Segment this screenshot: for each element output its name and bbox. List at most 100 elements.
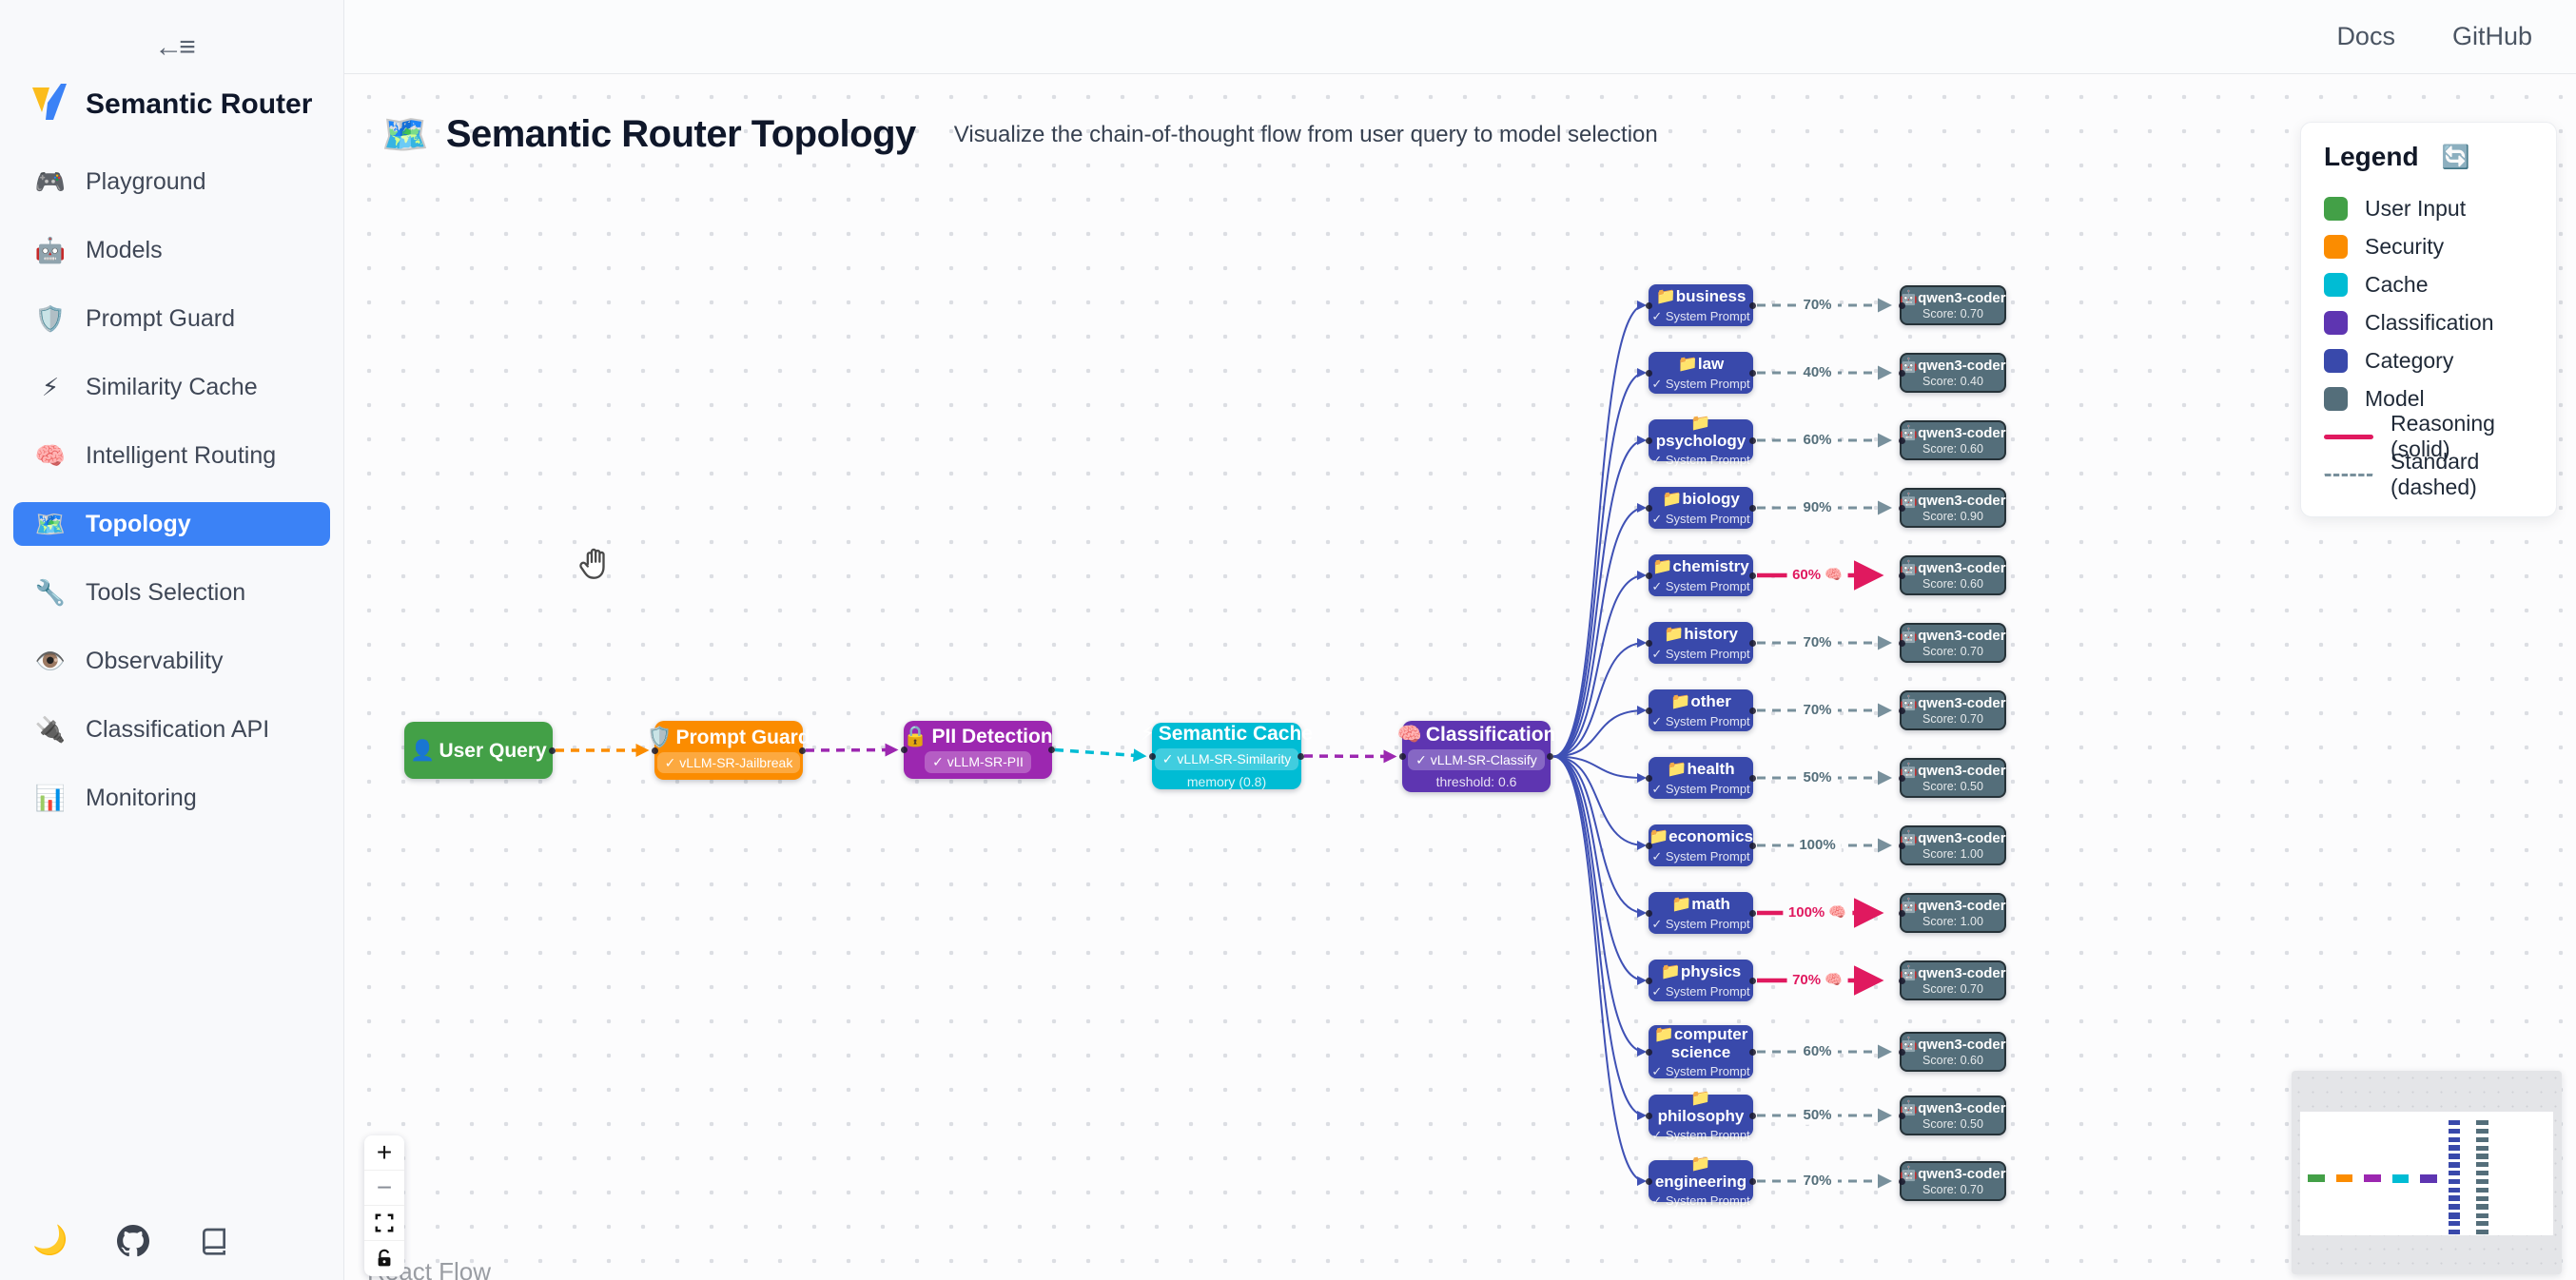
model-score: Score: 0.70 xyxy=(1922,644,1983,658)
category-node-business[interactable]: 📁business✓ System Prompt xyxy=(1646,284,1756,326)
model-score: Score: 0.40 xyxy=(1922,374,1983,388)
minimap-node xyxy=(2335,1174,2353,1182)
legend-item-model: Model xyxy=(2324,379,2533,417)
sidebar-item-playground[interactable]: 🎮Playground xyxy=(34,166,206,196)
sidebar-item-classification-api[interactable]: 🔌Classification API xyxy=(34,714,270,744)
sidebar-item-similarity-cache[interactable]: ⚡Similarity Cache xyxy=(13,365,330,409)
monitoring-icon: 📊 xyxy=(34,783,67,812)
target-handle xyxy=(1646,436,1652,444)
sidebar-collapse-button[interactable]: ←≡ xyxy=(143,27,204,68)
category-node-computer-science[interactable]: 📁computer science✓ System Prompt xyxy=(1646,1025,1756,1078)
model-score: Score: 1.00 xyxy=(1922,914,1983,928)
node-subtext: memory (0.8) xyxy=(1186,773,1267,789)
category-node-math[interactable]: 📁math✓ System Prompt xyxy=(1646,892,1756,934)
category-node-other[interactable]: 📁other✓ System Prompt xyxy=(1646,689,1756,731)
unlock-icon xyxy=(378,1249,391,1266)
minimap-node xyxy=(2448,1128,2460,1135)
minimap-node xyxy=(2391,1174,2410,1184)
edge-label: 90% xyxy=(1797,498,1838,517)
collapse-icon: ←≡ xyxy=(154,31,195,63)
legend-item-standard: Standard (dashed) xyxy=(2324,449,2533,499)
target-handle xyxy=(1646,639,1652,647)
source-handle xyxy=(1749,842,1756,849)
target-handle xyxy=(1646,977,1652,984)
source-handle xyxy=(1298,752,1304,760)
category-node-health[interactable]: 📁health✓ System Prompt xyxy=(1646,757,1756,799)
category-node-philosophy[interactable]: 📁philosophy✓ System Prompt xyxy=(1646,1089,1756,1141)
sidebar-item-models[interactable]: 🤖Models xyxy=(34,235,163,264)
docs-link[interactable]: Docs xyxy=(2336,22,2395,50)
source-handle xyxy=(1749,572,1756,579)
minimap-node xyxy=(2476,1187,2488,1193)
source-handle xyxy=(1749,774,1756,782)
security-swatch xyxy=(2324,234,2348,259)
minimap-node xyxy=(2476,1136,2488,1142)
sidebar-item-observability[interactable]: 👁️Observability xyxy=(34,646,224,675)
node-user-query[interactable]: 👤User Query xyxy=(404,722,556,779)
model-score: Score: 0.70 xyxy=(1922,981,1983,996)
legend-item-cache: Cache xyxy=(2324,265,2533,303)
sidebar-item-intelligent-routing[interactable]: 🧠Intelligent Routing xyxy=(34,440,277,470)
zoom-out-button[interactable]: − xyxy=(364,1171,404,1206)
classification-icon: 🧠 xyxy=(1396,723,1422,746)
sidebar-item-topology[interactable]: 🗺️Topology xyxy=(13,502,330,546)
target-handle xyxy=(1899,977,1905,984)
github-link[interactable]: GitHub xyxy=(2451,22,2532,50)
sidebar-item-monitoring[interactable]: 📊Monitoring xyxy=(34,783,197,812)
category-node-law[interactable]: 📁law✓ System Prompt xyxy=(1646,352,1756,394)
category-node-engineering[interactable]: 📁engineering✓ System Prompt xyxy=(1646,1154,1756,1207)
target-handle xyxy=(1899,707,1905,714)
minimap-node xyxy=(2476,1171,2488,1176)
category-node-economics[interactable]: 📁economics✓ System Prompt xyxy=(1646,824,1756,866)
target-handle xyxy=(1899,1177,1905,1185)
flow-canvas[interactable] xyxy=(344,74,2576,1280)
lock-button[interactable] xyxy=(364,1241,404,1276)
target-handle xyxy=(1646,504,1652,512)
target-handle xyxy=(1646,369,1652,377)
source-handle xyxy=(1749,909,1756,917)
github-icon[interactable] xyxy=(117,1224,150,1257)
category-node-psychology[interactable]: 📁psychology✓ System Prompt xyxy=(1646,414,1756,466)
source-handle xyxy=(1749,1048,1756,1056)
minimap-node xyxy=(2476,1128,2488,1135)
node-prompt-guard[interactable]: 🛡️Prompt Guard✓ vLLM-SR-Jailbreak xyxy=(647,721,810,780)
sidebar-item-prompt-guard[interactable]: 🛡️Prompt Guard xyxy=(34,303,236,333)
minimap-node xyxy=(2448,1154,2460,1159)
legend-refresh-icon[interactable]: 🔄 xyxy=(2441,144,2470,170)
minimap-node xyxy=(2448,1178,2460,1185)
minimap-node xyxy=(2448,1229,2460,1234)
category-node-history[interactable]: 📁history✓ System Prompt xyxy=(1646,622,1756,664)
zoom-in-button[interactable]: + xyxy=(364,1135,404,1171)
fit-view-button[interactable] xyxy=(364,1206,404,1241)
category-node-biology[interactable]: 📁biology✓ System Prompt xyxy=(1646,487,1756,529)
sidebar-item-tools-selection[interactable]: 🔧Tools Selection xyxy=(34,577,246,607)
source-handle xyxy=(1749,436,1756,444)
book-icon[interactable] xyxy=(199,1226,229,1256)
target-handle xyxy=(652,747,658,754)
source-handle xyxy=(1749,504,1756,512)
minimap-node xyxy=(2476,1195,2488,1201)
category-node-physics[interactable]: 📁physics✓ System Prompt xyxy=(1646,960,1756,1001)
category-node-chemistry[interactable]: 📁chemistry✓ System Prompt xyxy=(1646,554,1756,596)
theme-toggle-moon-icon[interactable]: 🌙 xyxy=(32,1225,68,1256)
node-pii-detection[interactable]: 🔒PII Detection✓ vLLM-SR-PII xyxy=(901,721,1055,779)
topology-icon: 🗺️ xyxy=(34,509,67,538)
observability-icon: 👁️ xyxy=(34,646,67,675)
minimap[interactable] xyxy=(2292,1071,2562,1274)
